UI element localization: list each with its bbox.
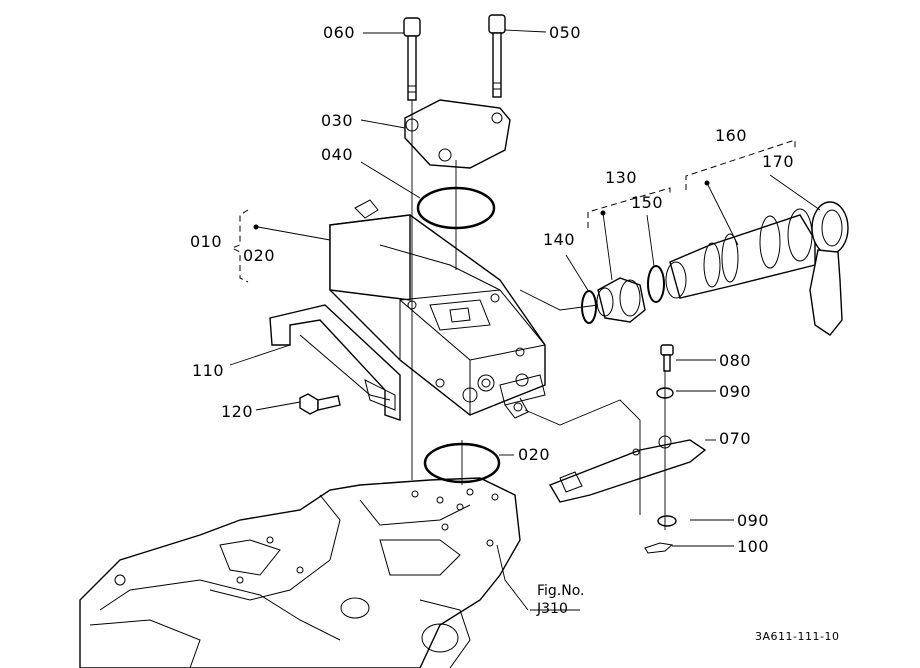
figure-ref-line2: J310 xyxy=(536,601,568,617)
group-brackets xyxy=(230,139,796,283)
callout-020-upper: 020 xyxy=(243,246,275,265)
coupler-160 xyxy=(665,208,816,299)
valve-body xyxy=(329,199,546,419)
callout-090-upper: 090 xyxy=(719,382,751,401)
callout-150: 150 xyxy=(631,193,663,212)
washer-090-lower xyxy=(657,515,677,527)
cotter-pin-100 xyxy=(644,542,674,554)
callout-160: 160 xyxy=(715,126,747,145)
callout-020-lower: 020 xyxy=(518,445,550,464)
callout-090-lower: 090 xyxy=(737,511,769,530)
base-housing xyxy=(79,477,521,668)
callout-140: 140 xyxy=(543,230,575,249)
leader-lines xyxy=(229,29,821,611)
bolt-060 xyxy=(403,17,421,101)
callout-010: 010 xyxy=(190,232,222,251)
diagram-code: 3A611-111-10 xyxy=(755,630,839,643)
callout-120: 120 xyxy=(221,402,253,421)
bracket-110 xyxy=(269,304,401,421)
o-ring-150 xyxy=(647,265,665,303)
pin-080 xyxy=(660,344,674,372)
callout-050: 050 xyxy=(549,23,581,42)
assembly-axis-lines xyxy=(411,100,666,611)
leader-dots xyxy=(253,180,710,230)
dust-cap-170 xyxy=(809,201,849,336)
callout-100: 100 xyxy=(737,537,769,556)
fitting-130 xyxy=(596,277,646,323)
callout-030: 030 xyxy=(321,111,353,130)
callout-170: 170 xyxy=(762,152,794,171)
callout-130: 130 xyxy=(605,168,637,187)
callout-080: 080 xyxy=(719,351,751,370)
callout-110: 110 xyxy=(192,361,224,380)
bolt-050 xyxy=(488,14,506,98)
cover-plate xyxy=(404,99,511,169)
callout-070: 070 xyxy=(719,429,751,448)
bolt-120 xyxy=(299,393,341,415)
callout-060: 060 xyxy=(323,23,355,42)
callout-040: 040 xyxy=(321,145,353,164)
lever-070 xyxy=(548,435,707,503)
figure-ref-line1: Fig.No. xyxy=(537,583,585,599)
